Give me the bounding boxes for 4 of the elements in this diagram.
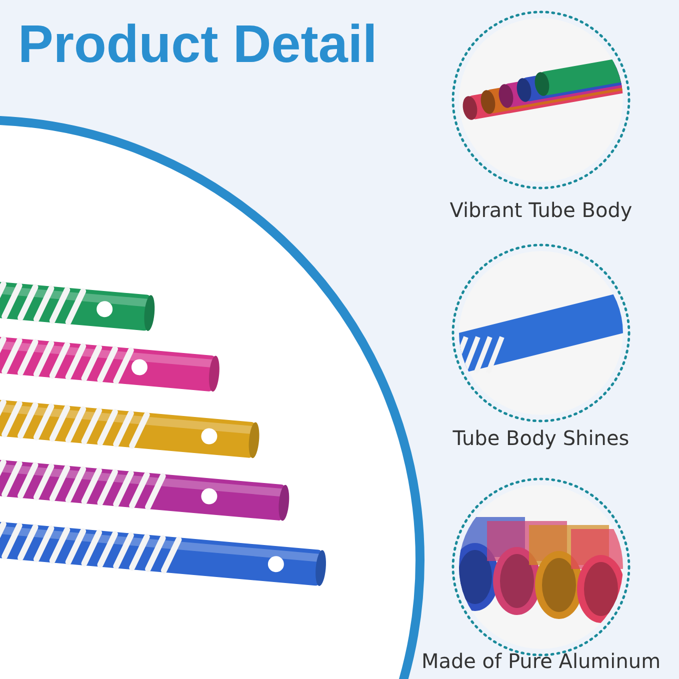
caption: Vibrant Tube Body [448,198,634,222]
title: Product Detail [18,14,378,75]
caption: Made of Pure Aluminum [420,649,662,673]
caption: Tube Body Shines [452,426,630,450]
